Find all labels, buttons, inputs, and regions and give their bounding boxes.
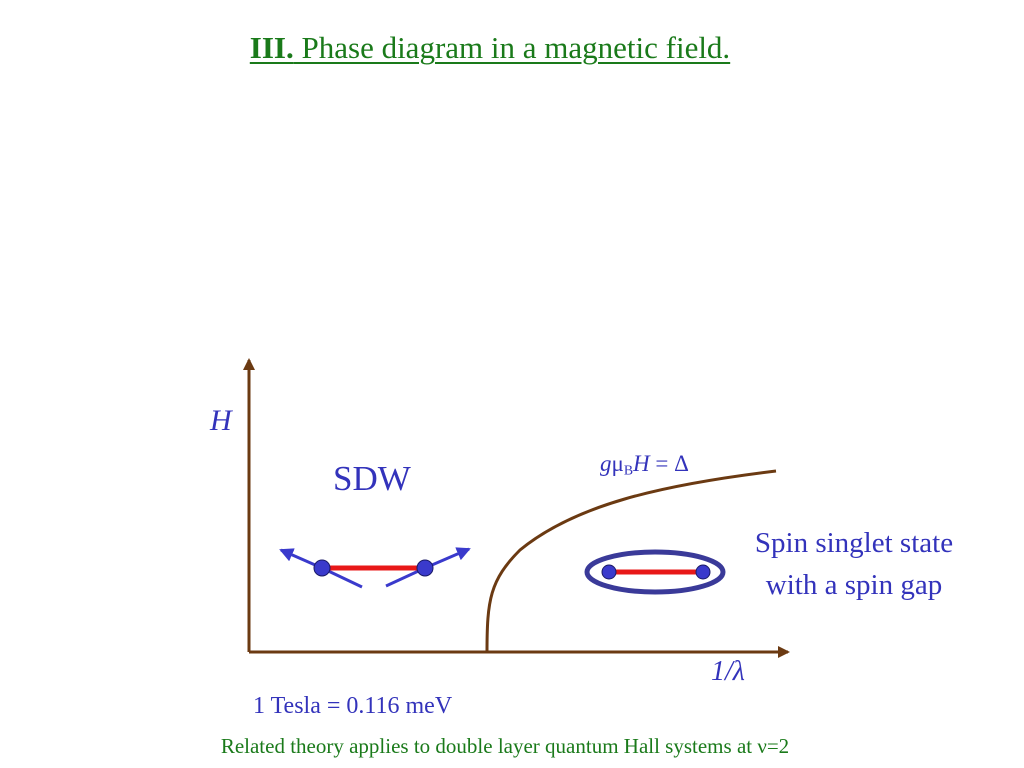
sdw-region-label: SDW [333,459,411,498]
footer-note: Related theory applies to double layer q… [220,734,790,758]
x-axis-label: 1/λ [711,656,745,687]
eq-sub-b: B [623,462,634,478]
title-text: Phase diagram in a magnetic field. [301,30,731,65]
title-prefix: III. [249,30,294,65]
y-axis-label: H [210,404,232,437]
singlet-label-line2: with a spin gap [765,569,943,601]
sdw-site-left [313,559,331,577]
singlet-ellipse [584,549,726,595]
eq-h: H [633,451,650,476]
singlet-region-label: Spin singlet state with a spin gap [718,522,990,606]
slide-title: III. Phase diagram in a magnetic field. [0,30,980,66]
singlet-site-left [601,564,617,580]
phase-boundary-curve [485,469,777,653]
eq-g: g [600,451,612,476]
boundary-equation: gμBH = Δ [600,451,689,478]
conversion-note: 1 Tesla = 0.116 meV [253,693,453,719]
singlet-label-line1: Spin singlet state [754,527,954,559]
sdw-site-right [416,559,434,577]
eq-mu: μ [611,451,624,476]
singlet-site-right [695,564,711,580]
singlet-dimer [584,549,726,595]
sdw-dimer [279,547,471,589]
eq-rest: = Δ [649,451,689,476]
